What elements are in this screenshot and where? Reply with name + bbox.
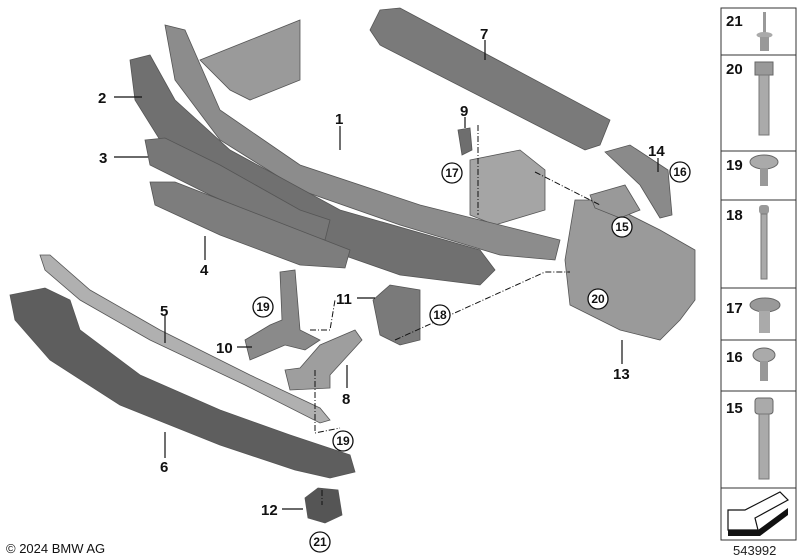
fastener-21-label: 21 — [726, 13, 743, 30]
part-7-upper-carrier — [369, 7, 611, 151]
copyright-text: © 2024 BMW AG — [6, 541, 106, 556]
direction-arrow-icon — [727, 491, 789, 536]
callout-6: 6 — [160, 459, 168, 476]
circle-20: 20 — [591, 292, 605, 306]
rivet-icon — [756, 12, 773, 51]
callout-1: 1 — [335, 111, 343, 128]
circle-15: 15 — [615, 220, 629, 234]
fastener-15-label: 15 — [726, 400, 743, 417]
part-3-strip — [144, 137, 331, 241]
circle-19-a: 19 — [256, 300, 270, 314]
fastener-20-label: 20 — [726, 61, 743, 78]
part-10-bracket — [244, 269, 321, 361]
callout-11: 11 — [336, 291, 352, 308]
long-bolt-icon — [759, 205, 769, 280]
part-4-strip — [149, 181, 351, 269]
callout-13: 13 — [613, 366, 630, 383]
fastener-17-label: 17 — [726, 300, 743, 317]
callout-9: 9 — [460, 103, 468, 120]
image-number: 543992 — [733, 543, 777, 558]
part-14-bracket — [589, 144, 673, 219]
part-11-bracket — [372, 284, 421, 346]
hex-bolt-icon — [754, 61, 774, 136]
callout-12: 12 — [261, 502, 278, 519]
circle-16: 16 — [673, 165, 687, 179]
part-12-clip — [304, 487, 343, 524]
callout-labels: 1 2 3 4 5 6 7 8 9 10 11 12 13 14 — [98, 26, 665, 519]
circle-17: 17 — [445, 166, 459, 180]
callout-5: 5 — [160, 303, 168, 320]
fastener-legend: 21 20 19 18 17 16 15 — [720, 7, 797, 541]
callout-2: 2 — [98, 90, 106, 107]
circle-19-b: 19 — [336, 434, 350, 448]
callout-8: 8 — [342, 391, 350, 408]
button-head-screw-icon — [752, 347, 776, 381]
callout-10: 10 — [216, 340, 233, 357]
part-9-clip — [457, 127, 473, 156]
fastener-19-label: 19 — [726, 157, 743, 174]
callout-14: 14 — [648, 143, 665, 160]
fastener-18-label: 18 — [726, 207, 743, 224]
callout-7: 7 — [480, 26, 488, 43]
part-5-rail — [39, 254, 331, 424]
callout-3: 3 — [99, 150, 107, 167]
circle-21: 21 — [313, 535, 327, 549]
circled-callouts: 15 16 17 18 19 19 20 21 — [252, 161, 691, 553]
socket-bolt-icon — [754, 397, 774, 480]
hex-flange-bolt-icon — [749, 297, 781, 333]
part-1-bumper-carrier — [164, 19, 561, 261]
callout-4: 4 — [200, 262, 209, 279]
part-8-bracket — [284, 329, 363, 391]
circle-18: 18 — [433, 308, 447, 322]
part-6-lower-cover — [9, 287, 356, 479]
fastener-16-label: 16 — [726, 349, 743, 366]
flange-screw-icon — [749, 154, 779, 186]
